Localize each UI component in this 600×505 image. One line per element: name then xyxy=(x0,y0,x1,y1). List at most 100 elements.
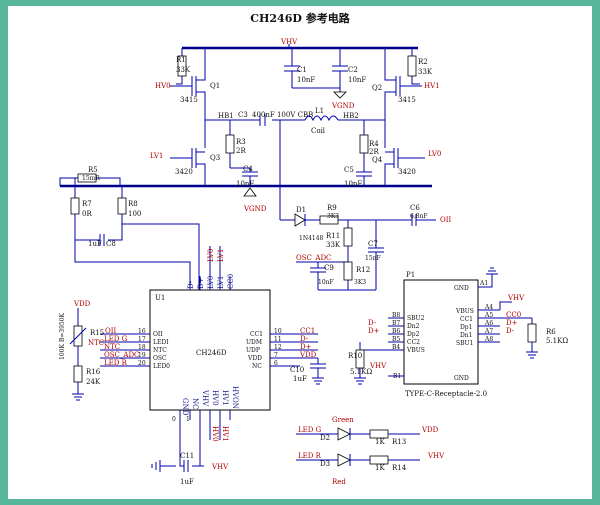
label-sense-r9: R9 xyxy=(327,204,337,212)
label-ic-right_pins-4-num: 6 xyxy=(274,360,278,367)
label-connector-r6: R6 xyxy=(546,328,556,336)
label-left_net-r16: R16 xyxy=(86,368,101,376)
capacitor-c6 xyxy=(411,214,417,226)
label-ic-top_pins-4: CC0 xyxy=(227,274,235,289)
osc-adc-net: OSC_ADC xyxy=(296,254,331,262)
label-top-l1: L1 xyxy=(315,107,324,115)
capacitor-c10: C10 1uF xyxy=(290,358,326,385)
label-connector-right-1-net: CC0 xyxy=(506,311,521,319)
label-connector-left-1-num: B7 xyxy=(392,320,400,327)
label-top-q1: Q1 xyxy=(210,82,220,90)
label-connector-r10v: 5.1KΩ xyxy=(350,368,372,376)
label-connector-right-0-num: A4 xyxy=(484,304,493,311)
label-ic-top_nets-0: LV0 xyxy=(207,249,215,262)
label-ic-bottom_pins-5: HVON xyxy=(231,386,239,409)
label-top-vgnd2: VGND xyxy=(243,205,267,213)
label-c11-ref: C11 xyxy=(180,452,194,460)
label-sense-d1p: 1N4148 xyxy=(299,235,324,242)
label-leds-vdd: VDD xyxy=(421,426,439,434)
label-sense-r12v: 3K3 xyxy=(354,279,366,286)
hv0-net: HV0 xyxy=(155,82,171,90)
label-ic-right_pins-2-num: 12 xyxy=(274,344,282,351)
vhv-label: VHV xyxy=(280,38,298,46)
typec-connector: P1 GND A1 B8 B7 B6 B5 B4 SBU2 Dn2 Dp2 CC… xyxy=(348,267,568,398)
label-connector-left-4-num: B4 xyxy=(392,344,400,351)
label-sense-c6: C6 xyxy=(410,204,420,212)
label-connector-left-3-num: B5 xyxy=(392,336,400,343)
label-connector-right-3-net: D- xyxy=(506,327,515,335)
capacitor-c9 xyxy=(296,261,348,290)
label-sense-c7v: 15nF xyxy=(365,255,381,262)
connector-body xyxy=(403,279,479,385)
label-left_net-ntc: NTC xyxy=(88,339,104,347)
label-ic-right_pins-1-num: 11 xyxy=(274,336,282,343)
label-sense-r7v: 0R xyxy=(82,210,92,218)
label-ic-left_pins-4-name: LED0 xyxy=(153,363,170,370)
label-ic-right_pins-3-num: 7 xyxy=(274,352,278,359)
label-ic-left_pins-3-net: OSC_ADC xyxy=(104,351,139,359)
label-sense-r8v: 100 xyxy=(128,210,141,218)
label-top-q3p: 3420 xyxy=(175,168,193,176)
label-top-c2: C2 xyxy=(348,66,358,74)
lv1-net: LV1 xyxy=(150,152,163,160)
label-connector-right-3-name: Dn1 xyxy=(460,332,473,339)
schematic-title: CH246D 参考电路 xyxy=(250,11,350,25)
label-leds-d2: D2 xyxy=(320,434,330,442)
label-top-r4v: 2R xyxy=(369,148,379,156)
label-leds-led_g: LED G xyxy=(298,426,322,434)
label-top-c5v: 10nF xyxy=(344,180,362,188)
label-connector-left-0-num: B8 xyxy=(392,312,400,319)
resistor-r3 xyxy=(225,134,235,154)
label-sense-r12: R12 xyxy=(356,266,370,274)
label-sense-r8: R8 xyxy=(128,200,138,208)
label-sense-c9v: 10nF xyxy=(318,279,334,286)
label-ic-left_pins-3-num: 19 xyxy=(138,352,146,359)
label-connector-left-2-num: B6 xyxy=(392,328,400,335)
label-sense-r11: R11 xyxy=(326,232,340,240)
lv0-net: LV0 xyxy=(428,150,441,158)
label-ic-left_pins-0-num: 16 xyxy=(138,328,146,335)
label-top-r2: R2 xyxy=(418,58,428,66)
label-leds-led_r: LED R xyxy=(298,452,322,460)
label-ic-bottom_nums-1: 1 xyxy=(186,416,190,423)
label-top-c5: C5 xyxy=(344,166,354,174)
label-connector-left-1-net: D- xyxy=(368,319,377,327)
label-ic-bottom_pins-0: GND xyxy=(181,398,189,416)
label-connector-right-3-num: A7 xyxy=(484,328,493,335)
label-ic-bottom_pins-1: NC xyxy=(191,398,199,409)
label-leds-r13v: 1K xyxy=(375,438,385,446)
current-sense: R5 15mR R7 0R R8 100 1uF C8 D1 1N4148 R9… xyxy=(59,166,452,291)
label-sense-r5v: 15mR xyxy=(82,175,100,182)
label-top-c2v: 10nF xyxy=(348,76,366,84)
label-sense-c7: C7 xyxy=(368,240,378,248)
label-top-q2p: 3415 xyxy=(398,96,416,104)
label-connector-left-2-name: Dp2 xyxy=(407,331,420,338)
label-ic-left_pins-1-name: LEDI xyxy=(153,339,169,346)
label-top-hb2: HB2 xyxy=(343,112,359,120)
ground-symbol-ntc xyxy=(72,382,84,401)
label-sense-r7: R7 xyxy=(82,200,92,208)
label-ic-left_pins-2-net: NTC xyxy=(104,343,120,351)
label-left_net-vdd: VDD xyxy=(73,300,91,308)
label-ic-right_pins-0-net: CC1 xyxy=(300,327,315,335)
label-connector-a1: A1 xyxy=(479,280,488,287)
label-c10-ref: C10 xyxy=(290,366,304,374)
label-leds-d3: D3 xyxy=(320,460,330,468)
label-connector-right-4-name: SBU1 xyxy=(456,340,473,347)
label-connector-right-1-num: A5 xyxy=(484,312,493,319)
label-connector-left-4-name: VBUS xyxy=(406,347,425,354)
label-ic-top_nets-1: LV1 xyxy=(217,249,225,262)
label-leds-r14: R14 xyxy=(392,464,407,472)
led-section: Green LED G D2 1K R13 VDD LED R D3 1K R1… xyxy=(296,416,445,486)
resistor-r8 xyxy=(117,197,127,215)
label-top-vgnd1: VGND xyxy=(331,102,355,110)
capacitor-c3 xyxy=(259,114,266,126)
label-top-hb1: HB1 xyxy=(218,112,234,120)
label-ic-right_pins-0-name: CC1 xyxy=(250,331,263,338)
led-d3 xyxy=(337,453,351,467)
label-ic-top_pins-3: LV1 xyxy=(217,276,225,289)
label-ic-left_pins-4-net: LED R xyxy=(104,359,128,367)
ic-u1: U1 CH246D D- D+ LV0 LV1 CC0 LV0 LV1 16 1… xyxy=(100,246,318,442)
ic-part-name: CH246D xyxy=(196,349,227,357)
oii-net: OII xyxy=(440,216,452,224)
